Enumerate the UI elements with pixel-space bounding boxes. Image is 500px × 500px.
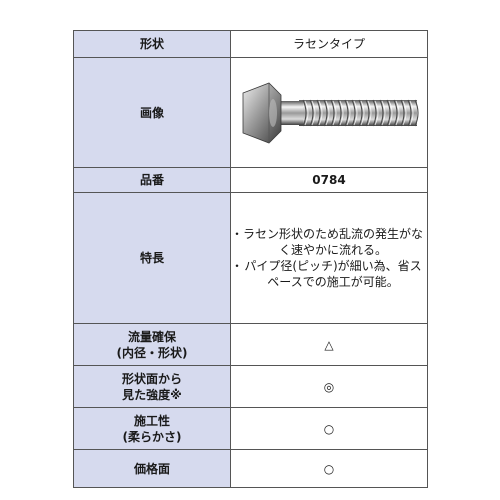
row-label-shape: 形状 <box>73 30 231 58</box>
label-line: (内径・形状) <box>116 345 188 360</box>
shape-value: ラセンタイプ <box>230 30 428 58</box>
row-label-workability: 施工性 (柔らかさ) <box>73 407 231 450</box>
row-label-part-number: 品番 <box>73 167 231 193</box>
table-row: 特長 ・ ラセン形状のため乱流の発生がなく速やかに流れる。 ・ パイプ径(ピッチ… <box>73 192 428 324</box>
table-row: 形状 ラセンタイプ <box>73 30 428 58</box>
double-circle-rating: ◎ <box>230 365 428 408</box>
table-row: 施工性 (柔らかさ) ○ <box>73 407 428 450</box>
spiral-hose-image <box>242 82 419 143</box>
circle-rating: ○ <box>230 407 428 450</box>
table-row: 流量確保 (内径・形状) △ <box>73 323 428 366</box>
table-row: 品番 0784 <box>73 167 428 193</box>
row-label-image: 画像 <box>73 57 231 168</box>
table-row: 形状面から 見た強度※ ◎ <box>73 365 428 408</box>
label-line: 流量確保 <box>127 329 176 344</box>
label-line: 見た強度※ <box>122 387 182 402</box>
circle-rating: ○ <box>230 449 428 488</box>
row-label-flow: 流量確保 (内径・形状) <box>73 323 231 366</box>
label-line: 施工性 <box>133 413 170 428</box>
feature-item: ・ ラセン形状のため乱流の発生がなく速やかに流れる。 <box>231 226 427 258</box>
feature-text: ラセン形状のため乱流の発生がなく速やかに流れる。 <box>242 227 423 257</box>
features-cell: ・ ラセン形状のため乱流の発生がなく速やかに流れる。 ・ パイプ径(ピッチ)が細… <box>230 192 428 324</box>
feature-text: パイプ径(ピッチ)が細い為、省スペースでの施工が可能。 <box>244 259 422 289</box>
table-row: 価格面 ○ <box>73 449 428 488</box>
triangle-rating: △ <box>230 323 428 366</box>
part-number-value: 0784 <box>230 167 428 193</box>
row-label-features: 特長 <box>73 192 231 324</box>
table-row: 画像 <box>73 57 428 168</box>
label-line: 形状面から <box>121 371 182 386</box>
bullet: ・ <box>231 227 244 241</box>
spec-table: 形状 ラセンタイプ 画像 <box>73 30 428 488</box>
bullet: ・ <box>231 259 244 273</box>
row-label-strength: 形状面から 見た強度※ <box>73 365 231 408</box>
row-label-price: 価格面 <box>73 449 231 488</box>
label-line: (柔らかさ) <box>122 429 182 444</box>
product-image-cell <box>230 57 428 168</box>
feature-item: ・ パイプ径(ピッチ)が細い為、省スペースでの施工が可能。 <box>231 258 427 290</box>
